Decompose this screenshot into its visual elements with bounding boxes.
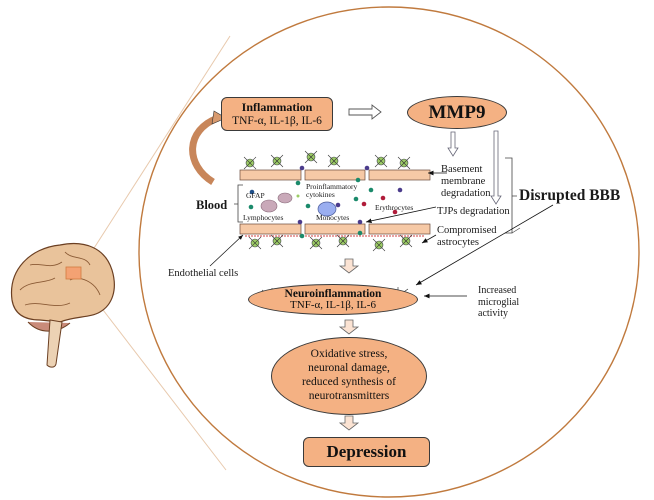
blood-particles [248, 165, 403, 239]
neuroinflammation-cytokines: TNF-α, IL-1β, IL-6 [290, 298, 376, 311]
pointer-endothelial [209, 234, 244, 267]
blood-bracket [234, 184, 243, 223]
magnified-circle [138, 6, 640, 498]
mmp9-label: MMP9 [428, 101, 486, 123]
lymphocyte [260, 199, 278, 213]
zoom-line-top [79, 35, 231, 271]
pointer-bbb-neuro [415, 204, 554, 286]
erythrocytes-label: Erythrocytes [375, 203, 414, 212]
brain-icon [10, 243, 115, 368]
tjps-label: TJPs degradation [437, 206, 510, 217]
inflammation-cytokines: TNF-α, IL-1β, IL-6 [232, 115, 322, 127]
arrow-mmp9-basement [447, 131, 459, 157]
zoom-line-bottom [79, 279, 227, 471]
bbb-bracket [505, 157, 517, 234]
arrow-bbb-neuro [338, 258, 360, 274]
inflammation-title: Inflammation [241, 100, 313, 114]
feedback-arrow [189, 114, 220, 185]
monocytes-label: Monocytes [316, 213, 350, 222]
endothelium-bottom [239, 223, 431, 237]
monocyte [317, 201, 337, 217]
astro-label: Compromised astrocytes [437, 225, 497, 249]
endothelial-label: Endothelial cells [168, 268, 239, 279]
arrow-outcome-depression [338, 415, 360, 431]
gfap-label: GFAP [246, 191, 265, 200]
microglial-label: Increased microglial activity [478, 285, 520, 319]
brain-region-highlight [65, 266, 82, 280]
proinflammatory-label: Proinflammatory cytokines [306, 182, 358, 199]
bbb-extension-line [511, 227, 521, 234]
depression-box: Depression [303, 437, 430, 467]
disrupted-bbb-label: Disrupted BBB [519, 187, 621, 204]
pointer-tjps [365, 206, 437, 224]
astrocyte-processes [243, 150, 413, 252]
arrow-mmp9-tjps [490, 130, 502, 205]
arrow-to-mmp9 [348, 104, 382, 120]
outcome-oval: Oxidative stress, neuronal damage, reduc… [271, 337, 427, 415]
inflammation-box: Inflammation TNF-α, IL-1β, IL-6 [221, 97, 333, 131]
depression-label: Depression [326, 442, 407, 461]
arrow-neuro-outcome [338, 319, 360, 335]
mmp9-oval: MMP9 [407, 96, 507, 129]
lymphocyte [277, 192, 293, 204]
lymphocytes-label: Lymphocytes [243, 213, 284, 222]
neuroinflammation-title: Neuroinflammation [284, 287, 382, 300]
endothelium-top [239, 169, 431, 181]
blood-label: Blood [196, 198, 228, 212]
neuroinflammation-oval: Neuroinflammation TNF-α, IL-1β, IL-6 [248, 284, 418, 315]
pointer-astro [421, 234, 437, 244]
basement-label: Basement membrane degradation [441, 164, 491, 200]
